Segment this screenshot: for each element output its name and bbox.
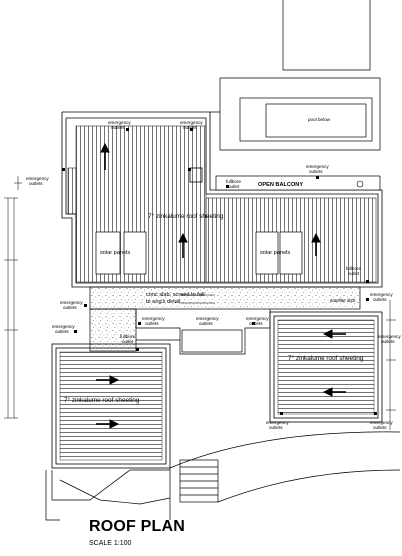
svg-text:emergency: emergency bbox=[196, 316, 219, 321]
concrete-slab-lower bbox=[89, 308, 137, 352]
svg-text:outlet: outlet bbox=[122, 339, 134, 344]
slab-label-line1: conc slab, screed to fall bbox=[146, 292, 204, 298]
svg-text:outlets: outlets bbox=[183, 125, 197, 130]
dimension-lines-right bbox=[386, 300, 396, 430]
svg-text:outlets: outlets bbox=[63, 305, 77, 310]
solar-panels-label-east: solar panels bbox=[260, 250, 290, 256]
solar-panels-east bbox=[255, 231, 303, 275]
svg-text:emergency: emergency bbox=[370, 292, 393, 297]
pool-label: pool below bbox=[308, 117, 331, 122]
emergency-outlet-label-3: emergency outlets bbox=[26, 176, 49, 186]
svg-text:outlets: outlets bbox=[111, 125, 125, 130]
solar-panels-label-west: solar panels bbox=[100, 250, 130, 256]
svg-text:emergency: emergency bbox=[142, 316, 165, 321]
emergency-outlet-label-8: emergency outlets bbox=[142, 316, 165, 326]
svg-text:outlets: outlets bbox=[145, 321, 159, 326]
svg-text:outlets: outlets bbox=[373, 425, 387, 430]
lower-structure-outline bbox=[45, 431, 401, 521]
svg-text:emergency: emergency bbox=[378, 334, 401, 339]
satellite-dish-icon-top bbox=[356, 180, 364, 188]
fullbore-outlet-label-2: fullbore outlet bbox=[346, 266, 362, 276]
drawing-scale: SCALE 1:100 bbox=[89, 540, 132, 547]
svg-text:outlets: outlets bbox=[269, 425, 283, 430]
svg-text:fullbore: fullbore bbox=[346, 266, 362, 271]
svg-text:fullbore: fullbore bbox=[226, 179, 242, 184]
solar-panels-west bbox=[95, 231, 147, 275]
svg-text:outlets: outlets bbox=[29, 181, 43, 186]
fall-arrows-left bbox=[96, 375, 120, 429]
main-sheeting-label: 7° zinkalume roof sheeting bbox=[148, 212, 224, 220]
open-balcony-label: OPEN BALCONY bbox=[258, 182, 303, 188]
svg-text:outlets: outlets bbox=[199, 321, 213, 326]
emergency-outlet-label-5: emergency outlets bbox=[60, 300, 83, 310]
fullbore-outlet-label-3: fullbore outlet bbox=[120, 334, 136, 344]
svg-text:outlets: outlets bbox=[249, 321, 263, 326]
middle-structure-outline bbox=[135, 309, 271, 355]
svg-text:fullbore: fullbore bbox=[120, 334, 136, 339]
emergency-outlet-label-2: emergency outlets bbox=[180, 120, 203, 130]
left-sheeting-label: 7° zinkalume roof sheeting bbox=[64, 396, 140, 404]
left-lower-roof-outline bbox=[51, 343, 171, 469]
left-roof-sheeting bbox=[59, 351, 163, 461]
main-roof-sheeting-west bbox=[67, 167, 77, 215]
svg-text:emergency: emergency bbox=[266, 420, 289, 425]
svg-text:emergency: emergency bbox=[60, 300, 83, 305]
right-roof-sheeting bbox=[277, 319, 375, 415]
emergency-outlet-label-11: emergency outlets bbox=[378, 334, 401, 344]
open-balcony-area bbox=[215, 175, 381, 191]
svg-text:outlets: outlets bbox=[55, 329, 69, 334]
svg-text:outlet: outlet bbox=[228, 184, 240, 189]
slab-label-line2: to eng's detail bbox=[146, 299, 180, 305]
svg-text:emergency: emergency bbox=[108, 120, 131, 125]
svg-text:emergency: emergency bbox=[370, 420, 393, 425]
svg-text:emergency: emergency bbox=[246, 316, 269, 321]
emergency-outlet-label-4: emergency outlets bbox=[306, 164, 329, 174]
emergency-outlet-label-10: emergency outlets bbox=[246, 316, 269, 326]
right-sheeting-label: 7° zinkalume roof sheeting bbox=[288, 354, 364, 362]
emergency-outlet-label-9: emergency outlets bbox=[196, 316, 219, 326]
svg-text:emergency: emergency bbox=[52, 324, 75, 329]
svg-text:outlets: outlets bbox=[309, 169, 323, 174]
svg-text:emergency: emergency bbox=[180, 120, 203, 125]
drawing-title: ROOF PLAN bbox=[89, 518, 186, 535]
svg-text:outlet: outlet bbox=[348, 271, 360, 276]
right-lower-roof-outline bbox=[269, 311, 383, 423]
fall-arrows-main bbox=[100, 142, 321, 258]
dimension-lines-left bbox=[4, 176, 22, 419]
svg-text:outlets: outlets bbox=[381, 339, 395, 344]
emergency-outlet-label-1: emergency outlets bbox=[108, 120, 131, 130]
satellite-dish-label: satellite dish bbox=[330, 298, 356, 303]
outlet-markers bbox=[62, 128, 377, 415]
concrete-slab bbox=[89, 286, 361, 310]
fall-arrows-right bbox=[322, 329, 346, 397]
fullbore-outlet-label-1: fullbore outlet bbox=[226, 179, 242, 189]
emergency-outlet-label-6: emergency outlets bbox=[370, 292, 393, 302]
svg-text:emergency: emergency bbox=[306, 164, 329, 169]
emergency-outlet-label-12: emergency outlets bbox=[266, 420, 289, 430]
emergency-outlet-label-7: emergency outlets bbox=[52, 324, 75, 334]
upper-building-outline bbox=[62, 0, 381, 151]
svg-text:outlets: outlets bbox=[373, 297, 387, 302]
svg-text:emergency: emergency bbox=[26, 176, 49, 181]
emergency-outlet-label-13: emergency outlets bbox=[370, 420, 393, 430]
